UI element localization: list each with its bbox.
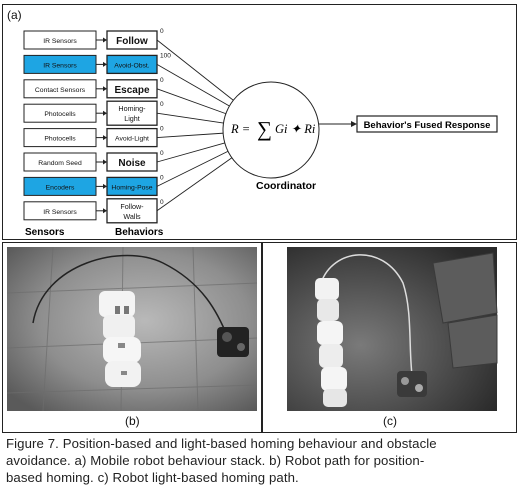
sensor-label: Random Seed — [38, 160, 82, 167]
sensor-arrow-head — [103, 135, 107, 141]
weight-label: 0 — [160, 150, 164, 157]
weight-label: 0 — [160, 199, 164, 206]
obstacle-blocks — [315, 278, 347, 407]
coordinator-circle — [222, 81, 320, 179]
sensor-label: IR Sensors — [43, 62, 77, 69]
behavior-box — [106, 100, 158, 126]
sensor-label: Photocells — [44, 111, 76, 118]
behavior-label: Follow — [116, 36, 148, 47]
coordinator-label: Coordinator — [256, 180, 316, 192]
behavior-label: Light — [124, 114, 140, 123]
behavior-to-coordinator-line — [156, 156, 233, 212]
weight-label: 0 — [160, 77, 164, 84]
sensor-label: Photocells — [44, 136, 76, 143]
figure-caption: Figure 7. Position-based and light-based… — [6, 435, 516, 486]
formula-sum: ∑ — [257, 117, 272, 141]
cardboard-boxes — [432, 252, 498, 369]
robot-path — [320, 254, 414, 384]
weight-label: 100 — [160, 52, 171, 59]
sensors-label: Sensors — [25, 227, 65, 238]
caption-line: Figure 7. Position-based and light-based… — [6, 436, 437, 451]
robot — [397, 371, 427, 397]
behavior-box — [106, 198, 158, 224]
behavior-label: Noise — [118, 158, 146, 169]
sensor-arrow-head — [103, 86, 107, 92]
behavior-label: Walls — [123, 212, 141, 221]
behavior-to-coordinator-line — [156, 64, 231, 107]
sensor-arrow-head — [103, 110, 107, 116]
panel-c-label: (c) — [383, 414, 397, 428]
behavior-to-coordinator-line — [156, 132, 225, 139]
behaviors-label: Behaviors — [115, 227, 164, 238]
output-arrow-head — [351, 121, 357, 127]
sensor-arrow-head — [103, 37, 107, 43]
behavior-label: Homing-Pose — [111, 184, 152, 191]
robot — [217, 327, 249, 357]
panel-c-photo: (c) — [262, 242, 517, 433]
sensor-arrow-head — [103, 183, 107, 189]
panel-b-label: (b) — [125, 414, 140, 428]
panel-a-tag: (a) — [7, 8, 22, 22]
behavior-label: Homing- — [118, 104, 146, 113]
obstacle-blocks — [99, 291, 141, 387]
behavior-label: Escape — [114, 85, 149, 96]
formula-rhs: Gi ✦ Ri — [275, 122, 316, 136]
behavior-to-coordinator-line — [156, 39, 235, 102]
behavior-to-coordinator-line — [156, 150, 230, 187]
behavior-label: Avoid-Obst. — [114, 62, 149, 69]
sensor-label: Contact Sensors — [35, 87, 86, 94]
sensor-arrow-head — [103, 159, 107, 165]
behavior-label: Follow- — [120, 202, 144, 211]
sensor-label: IR Sensors — [43, 209, 77, 216]
sensor-arrow-head — [103, 61, 107, 67]
caption-line: based homing. c) Robot light-based homin… — [6, 470, 299, 485]
behavior-label: Avoid-Light — [115, 136, 149, 143]
weight-label: 0 — [160, 126, 164, 133]
weight-label: 0 — [160, 101, 164, 108]
weight-label: 0 — [160, 28, 164, 35]
fused-response-label: Behavior's Fused Response — [364, 120, 491, 131]
weight-label: 0 — [160, 174, 164, 181]
sensor-arrow-head — [103, 208, 107, 214]
fused-response-box — [356, 115, 498, 133]
light-homing-photo — [287, 247, 498, 411]
behavior-to-coordinator-line — [156, 142, 226, 163]
behavior-to-coordinator-line — [156, 112, 225, 124]
sensor-label: IR Sensors — [43, 38, 77, 45]
caption-line: avoidance. a) Mobile robot behaviour sta… — [6, 453, 425, 468]
behavior-to-coordinator-line — [156, 88, 227, 115]
position-homing-photo — [6, 246, 258, 412]
robot-path — [32, 254, 229, 339]
formula-lhs: R = — [230, 122, 250, 136]
sensor-label: Encoders — [46, 184, 75, 191]
panel-b-photo: (b) — [2, 242, 262, 433]
